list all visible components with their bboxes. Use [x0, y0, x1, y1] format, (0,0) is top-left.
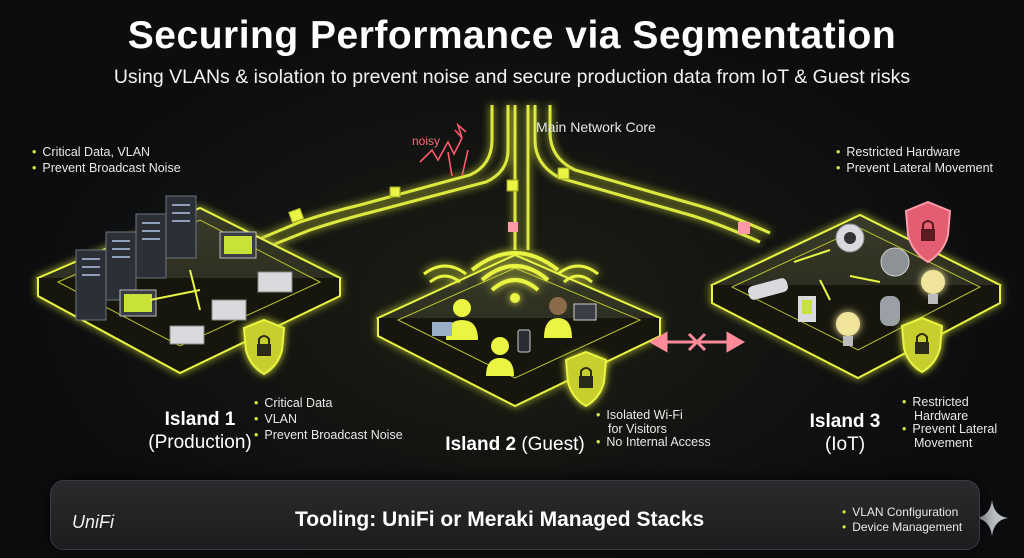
- bullet: Prevent Lateral Movement: [836, 160, 993, 176]
- island1-label: Island 1 (Production): [120, 408, 280, 454]
- page-subtitle: Using VLANs & isolation to prevent noise…: [113, 66, 911, 88]
- bullet-text: for Visitors: [608, 421, 667, 436]
- server-rack-icon: [75, 195, 197, 321]
- bullet: Restricted Hardware: [836, 144, 993, 160]
- computer-icon: [119, 231, 257, 317]
- island1-bullets: Critical Data VLAN Prevent Broadcast Noi…: [254, 395, 403, 443]
- tooling-title: Tooling: UniFi or Meraki Managed Stacks: [295, 508, 705, 531]
- main-network-core-label: Main Network Core: [536, 119, 656, 135]
- island3-label: Island 3 (IoT): [790, 410, 900, 456]
- data-packets: [288, 167, 816, 279]
- bullet-text: Hardware: [914, 408, 969, 423]
- island2-name: Island 2: [445, 434, 517, 455]
- restricted-shield-icon: [904, 200, 952, 264]
- island3-role: (IoT): [824, 434, 866, 455]
- bullet-text: Isolated Wi-Fi: [606, 408, 683, 422]
- wifi-icon: [423, 251, 599, 303]
- bullet: Prevent Broadcast Noise: [254, 427, 402, 443]
- unifi-logo: UniFi: [72, 512, 115, 532]
- island3-top-bullets: Restricted Hardware Prevent Lateral Move…: [836, 144, 993, 176]
- bullet: Critical Data, VLAN: [32, 144, 181, 160]
- iot-devices-icon: [747, 223, 945, 346]
- bullet: Device Management: [842, 520, 962, 535]
- island1-role: (Production): [148, 432, 252, 453]
- bullet-text: Prevent Lateral: [912, 422, 998, 436]
- guest-users-icon: [432, 297, 597, 376]
- island2-role: (Guest): [521, 434, 585, 455]
- shield-lock-icon: [900, 316, 944, 374]
- printer-icon: [169, 271, 293, 345]
- tooling-bar: [50, 480, 980, 550]
- bullet: VLAN: [254, 411, 403, 427]
- tooling-bullets: VLAN Configuration Device Management: [842, 505, 962, 535]
- iot-connection-arrows: [793, 249, 881, 301]
- noise-icon: [419, 122, 469, 177]
- island2-label: Island 2 (Guest): [440, 433, 590, 456]
- noise-label: noisy: [412, 134, 441, 148]
- bullet: Critical Data: [254, 395, 403, 411]
- shield-lock-icon: [242, 318, 286, 376]
- island3-name: Island 3: [809, 411, 881, 432]
- bullet-text: Movement: [914, 435, 973, 450]
- sparkle-icon: [976, 500, 1008, 536]
- shield-lock-icon: [564, 350, 608, 408]
- bullet: No Internal Access: [596, 435, 710, 450]
- page-title: Securing Performance via Segmentation: [127, 14, 897, 57]
- pink-packets: [508, 222, 750, 234]
- connection-arrows: [149, 269, 201, 311]
- bullet: Prevent Broadcast Noise: [32, 160, 180, 176]
- bullet-text: Restricted: [912, 395, 969, 409]
- isolation-arrow-icon: [648, 331, 746, 353]
- network-core-pipes: [244, 105, 771, 254]
- island1-name: Island 1: [164, 409, 236, 430]
- island1-top-bullets: Critical Data, VLAN Prevent Broadcast No…: [32, 144, 181, 176]
- bullet: VLAN Configuration: [842, 505, 962, 520]
